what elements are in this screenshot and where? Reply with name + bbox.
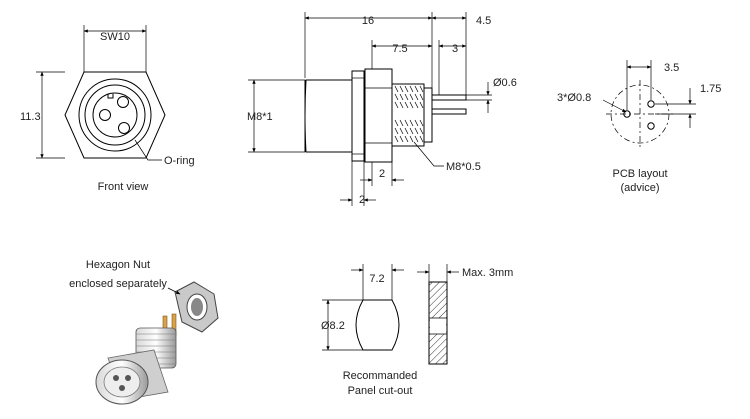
pcb-hole-3 bbox=[647, 122, 655, 130]
pin-lower bbox=[431, 108, 467, 115]
pcb-x-dimension-label: 3.5 bbox=[664, 62, 679, 74]
pcb-layout: 3.5 1.75 3*Ø0.8 PCB layout (advice) bbox=[557, 60, 721, 194]
pin-length-dimension-label: 3 bbox=[452, 43, 458, 55]
pcb-hole-1 bbox=[623, 110, 631, 118]
pin-diameter-label: Ø0.6 bbox=[493, 77, 517, 89]
flange bbox=[351, 70, 365, 162]
side-view: 16 4.5 7.5 3 Ø0.6 M8*1 2 2 M8*0.5 bbox=[247, 12, 517, 206]
tail-dimension-label: 4.5 bbox=[476, 15, 491, 27]
length-dimension-label: 16 bbox=[362, 15, 374, 27]
thread-length-dimension-label: 7.5 bbox=[392, 43, 407, 55]
insert-face bbox=[92, 92, 138, 138]
pcb-caption-line1: PCB layout bbox=[612, 168, 667, 180]
height-dimension-label: 11.3 bbox=[20, 111, 41, 123]
cutout-diameter-label: Ø8.2 bbox=[321, 320, 345, 332]
nut-width-label: 2 bbox=[379, 168, 385, 180]
pcb-holes-label: 3*Ø0.8 bbox=[557, 92, 591, 104]
threaded-shank bbox=[391, 83, 425, 147]
rear-step bbox=[423, 87, 433, 143]
pin-hole-3 bbox=[118, 122, 130, 134]
hex-nut bbox=[364, 68, 393, 163]
panel-section: Max. 3mm bbox=[417, 264, 513, 365]
pin-hole-1 bbox=[117, 96, 129, 108]
separate-hex-nut bbox=[174, 281, 219, 333]
oring-circle bbox=[84, 84, 146, 146]
flange-width-label: 2 bbox=[359, 194, 365, 206]
pin-hole-2 bbox=[99, 109, 111, 121]
cutout-caption-line2: Panel cut-out bbox=[348, 385, 413, 397]
connector-body bbox=[304, 79, 353, 153]
panel-cutout: 7.2 Ø8.2 Recommanded Panel cut-out bbox=[321, 264, 417, 397]
nut-label-line1: Hexagon Nut bbox=[86, 259, 150, 271]
pcb-y-dimension-label: 1.75 bbox=[700, 83, 721, 95]
iso-connector-body bbox=[95, 349, 169, 405]
pcb-caption-line2: (advice) bbox=[620, 182, 659, 194]
pin-upper bbox=[431, 94, 467, 101]
oring-leader bbox=[134, 139, 162, 161]
outer-ring bbox=[78, 78, 152, 152]
panel-thickness-label: Max. 3mm bbox=[462, 267, 513, 279]
cutout-flat-label: 7.2 bbox=[369, 273, 384, 285]
body-thread-label: M8*1 bbox=[247, 111, 273, 123]
front-view-caption: Front view bbox=[98, 181, 149, 193]
cutout-caption-line1: Recommanded bbox=[343, 370, 418, 382]
front-view: SW10 11.3 O-ring Front view bbox=[20, 25, 195, 193]
sw-dimension-label: SW10 bbox=[100, 31, 130, 43]
isometric-view: Hexagon Nut enclosed separately bbox=[69, 259, 219, 405]
cutout-shape bbox=[355, 299, 400, 351]
rear-thread-label: M8*0.5 bbox=[446, 161, 481, 173]
oring-label: O-ring bbox=[164, 155, 195, 167]
pcb-hole-2 bbox=[647, 100, 655, 108]
key-notch bbox=[107, 94, 114, 99]
nut-label-line2: enclosed separately bbox=[69, 278, 167, 290]
